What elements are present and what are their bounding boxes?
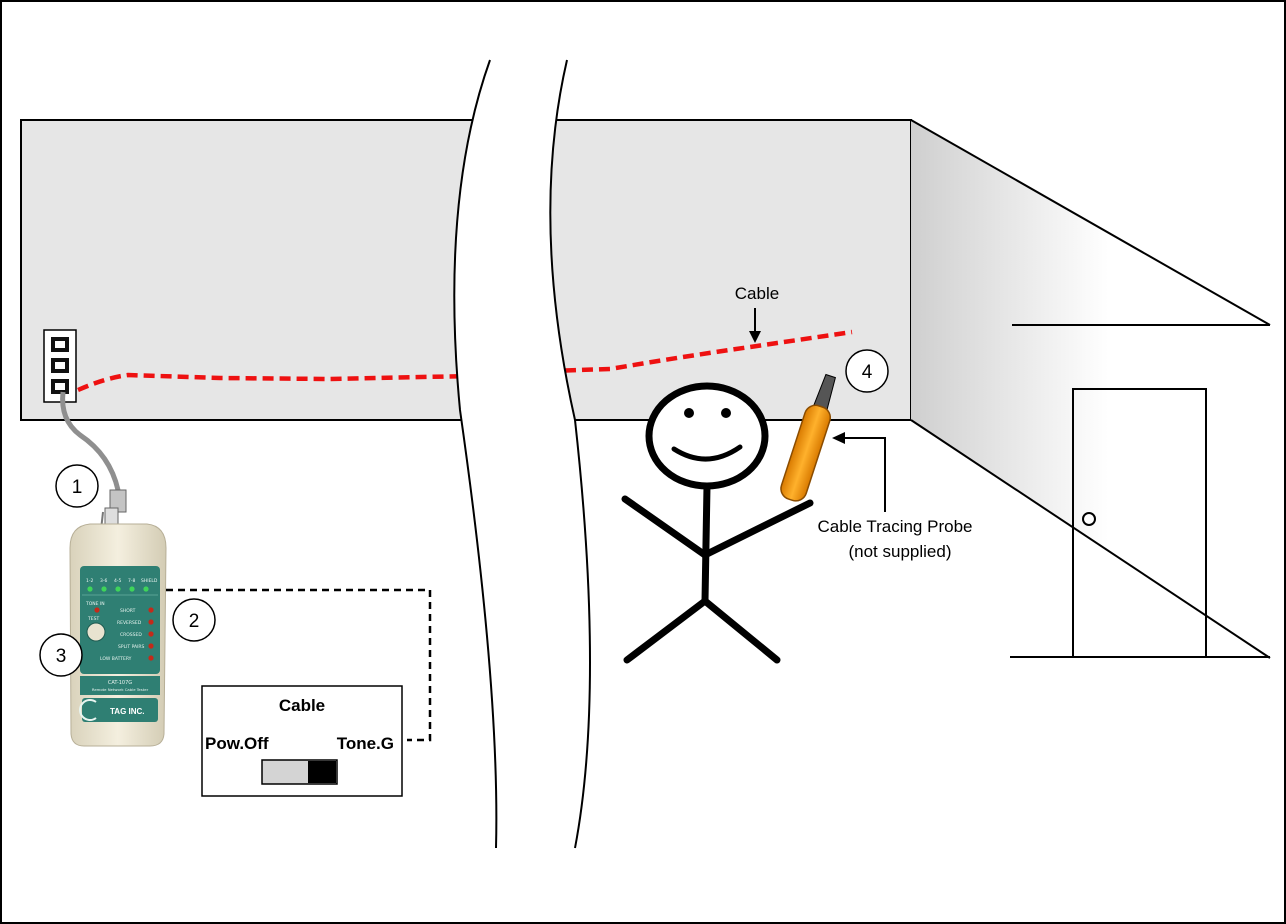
status-label: TONE IN — [85, 601, 105, 607]
wall-jack-plate — [43, 329, 77, 403]
tone-signal-link — [166, 588, 432, 742]
tester-panel — [80, 566, 160, 674]
floor-corner-line — [910, 419, 1271, 659]
pin-led-row: 1-2 3-6 4-5 7-8 SHIELD — [86, 578, 158, 592]
probe-label-line1: Cable Tracing Probe — [818, 517, 973, 536]
pin-label: SHIELD — [141, 578, 158, 584]
cable-tester-device: 1-2 3-6 4-5 7-8 SHIELD TONE IN SHORT TES… — [69, 523, 167, 747]
slide-switch[interactable] — [261, 759, 338, 785]
arrow-head-icon — [749, 331, 761, 343]
status-label: TEST — [87, 616, 99, 622]
door-knob — [1082, 512, 1096, 526]
tester-brand: TAG INC. — [110, 707, 145, 716]
step-number: 1 — [72, 477, 83, 498]
step-number: 4 — [862, 362, 873, 383]
cable-trace-left — [77, 372, 471, 393]
patch-cable — [60, 391, 121, 491]
break-line-left — [453, 59, 498, 849]
switch-left-label: Pow.Off — [205, 734, 269, 753]
status-label: CROSSED — [120, 632, 142, 638]
cable-label: Cable — [735, 284, 779, 303]
figure-head — [645, 382, 769, 490]
switch-title: Cable — [279, 696, 325, 715]
tracing-probe — [780, 373, 837, 502]
rj45-port-icon — [51, 379, 69, 394]
status-label: SHORT — [120, 608, 136, 614]
status-label: SPLIT PAIRS — [118, 644, 145, 650]
tag-logo: TAG INC. — [79, 698, 158, 722]
cable-trace-right — [547, 329, 853, 374]
probe-label-line2: (not supplied) — [848, 542, 951, 561]
side-wall-top-edge — [910, 119, 1271, 326]
test-button[interactable] — [86, 622, 106, 642]
pin-label: 3-6 — [100, 578, 107, 584]
step-callout-2: 2 — [172, 598, 216, 642]
probe-pointer-line — [842, 437, 886, 512]
step-callout-4: 4 — [845, 349, 889, 393]
mode-switch-box: Cable Pow.Off Tone.G — [201, 685, 403, 797]
arrow-head-icon — [832, 432, 845, 444]
figure-eye — [684, 408, 694, 418]
pin-label: 1-2 — [86, 578, 93, 584]
tester-subtitle: Remote Network Cable Tester — [92, 687, 149, 692]
figure-eye — [721, 408, 731, 418]
pin-label: 7-8 — [128, 578, 135, 584]
step-number: 3 — [56, 646, 67, 667]
slide-switch-knob — [308, 761, 336, 783]
step-callout-3: 3 — [39, 633, 83, 677]
step-number: 2 — [189, 611, 200, 632]
rj45-port-icon — [51, 358, 69, 373]
tester-model: CAT-107G — [108, 680, 132, 686]
break-line-right — [549, 59, 591, 849]
switch-right-label: Tone.G — [337, 734, 394, 753]
step-callout-1: 1 — [55, 464, 99, 508]
technician-figure — [621, 382, 814, 664]
rj45-port-icon — [51, 337, 69, 352]
status-label: LOW BATTERY — [100, 656, 132, 662]
status-label: REVERSED — [117, 620, 142, 626]
distance-break-band — [454, 60, 590, 848]
door — [1072, 388, 1207, 657]
status-led-column: TONE IN SHORT TEST REVERSED CROSSED SPLI… — [85, 601, 154, 662]
pin-label: 4-5 — [114, 578, 121, 584]
